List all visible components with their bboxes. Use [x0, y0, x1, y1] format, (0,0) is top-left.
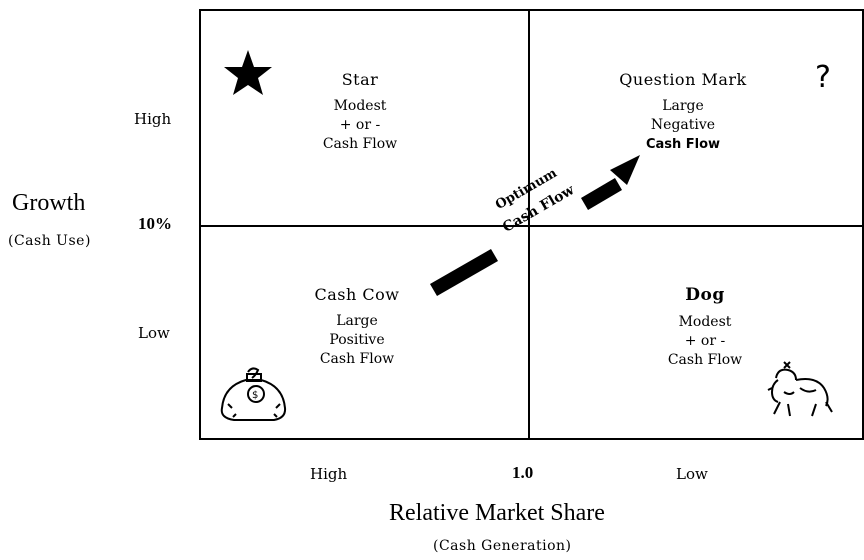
star-quadrant: Star Modest + or - Cash Flow: [270, 70, 450, 154]
cash-cow-line-3: Cash Flow: [319, 351, 395, 367]
star-icon: [224, 50, 272, 95]
star-title: Star: [341, 70, 379, 89]
cash-cow-quadrant: Cash Cow Large Positive Cash Flow: [267, 285, 447, 369]
question-mark-title: Question Mark: [619, 70, 747, 89]
cash-cow-line-1: Large: [336, 313, 378, 329]
dog-icon: [767, 361, 833, 417]
vertical-divider: [528, 11, 530, 438]
star-line-3: Cash Flow: [322, 136, 398, 152]
x-axis-low-label: Low: [676, 465, 708, 483]
dog-title: Dog: [685, 285, 725, 305]
question-mark-line-3: Cash Flow: [645, 137, 721, 152]
dog-line-1: Modest: [678, 314, 732, 330]
y-axis-low-label: Low: [138, 324, 170, 342]
horizontal-divider: [201, 225, 862, 227]
y-axis-title: Growth: [12, 190, 86, 216]
bcg-matrix-frame: [199, 9, 864, 440]
dog-quadrant: Dog Modest + or - Cash Flow: [615, 285, 795, 370]
x-axis-high-label: High: [310, 465, 348, 483]
question-mark-icon: ?: [815, 60, 831, 95]
star-line-2: + or -: [339, 117, 381, 133]
y-axis-subtitle: (Cash Use): [8, 233, 91, 249]
x-axis-title: Relative Market Share: [389, 500, 605, 526]
question-mark-line-1: Large: [662, 98, 704, 114]
cash-cow-title: Cash Cow: [314, 285, 400, 304]
svg-text:$: $: [252, 390, 258, 401]
x-axis-mid-label: 1.0: [512, 463, 534, 482]
y-axis-high-label: High: [134, 110, 172, 128]
star-line-1: Modest: [333, 98, 387, 114]
question-mark-line-2: Negative: [650, 117, 716, 133]
y-axis-mid-label: 10%: [138, 214, 172, 233]
question-mark-quadrant: Question Mark Large Negative Cash Flow: [593, 70, 773, 154]
optimum-cash-flow-arrow: [430, 155, 640, 296]
x-axis-subtitle: (Cash Generation): [433, 538, 572, 554]
dog-line-3: Cash Flow: [667, 352, 743, 368]
cash-cow-line-2: Positive: [329, 332, 385, 348]
money-bag-icon: $: [220, 367, 287, 421]
dog-line-2: + or -: [684, 333, 726, 349]
